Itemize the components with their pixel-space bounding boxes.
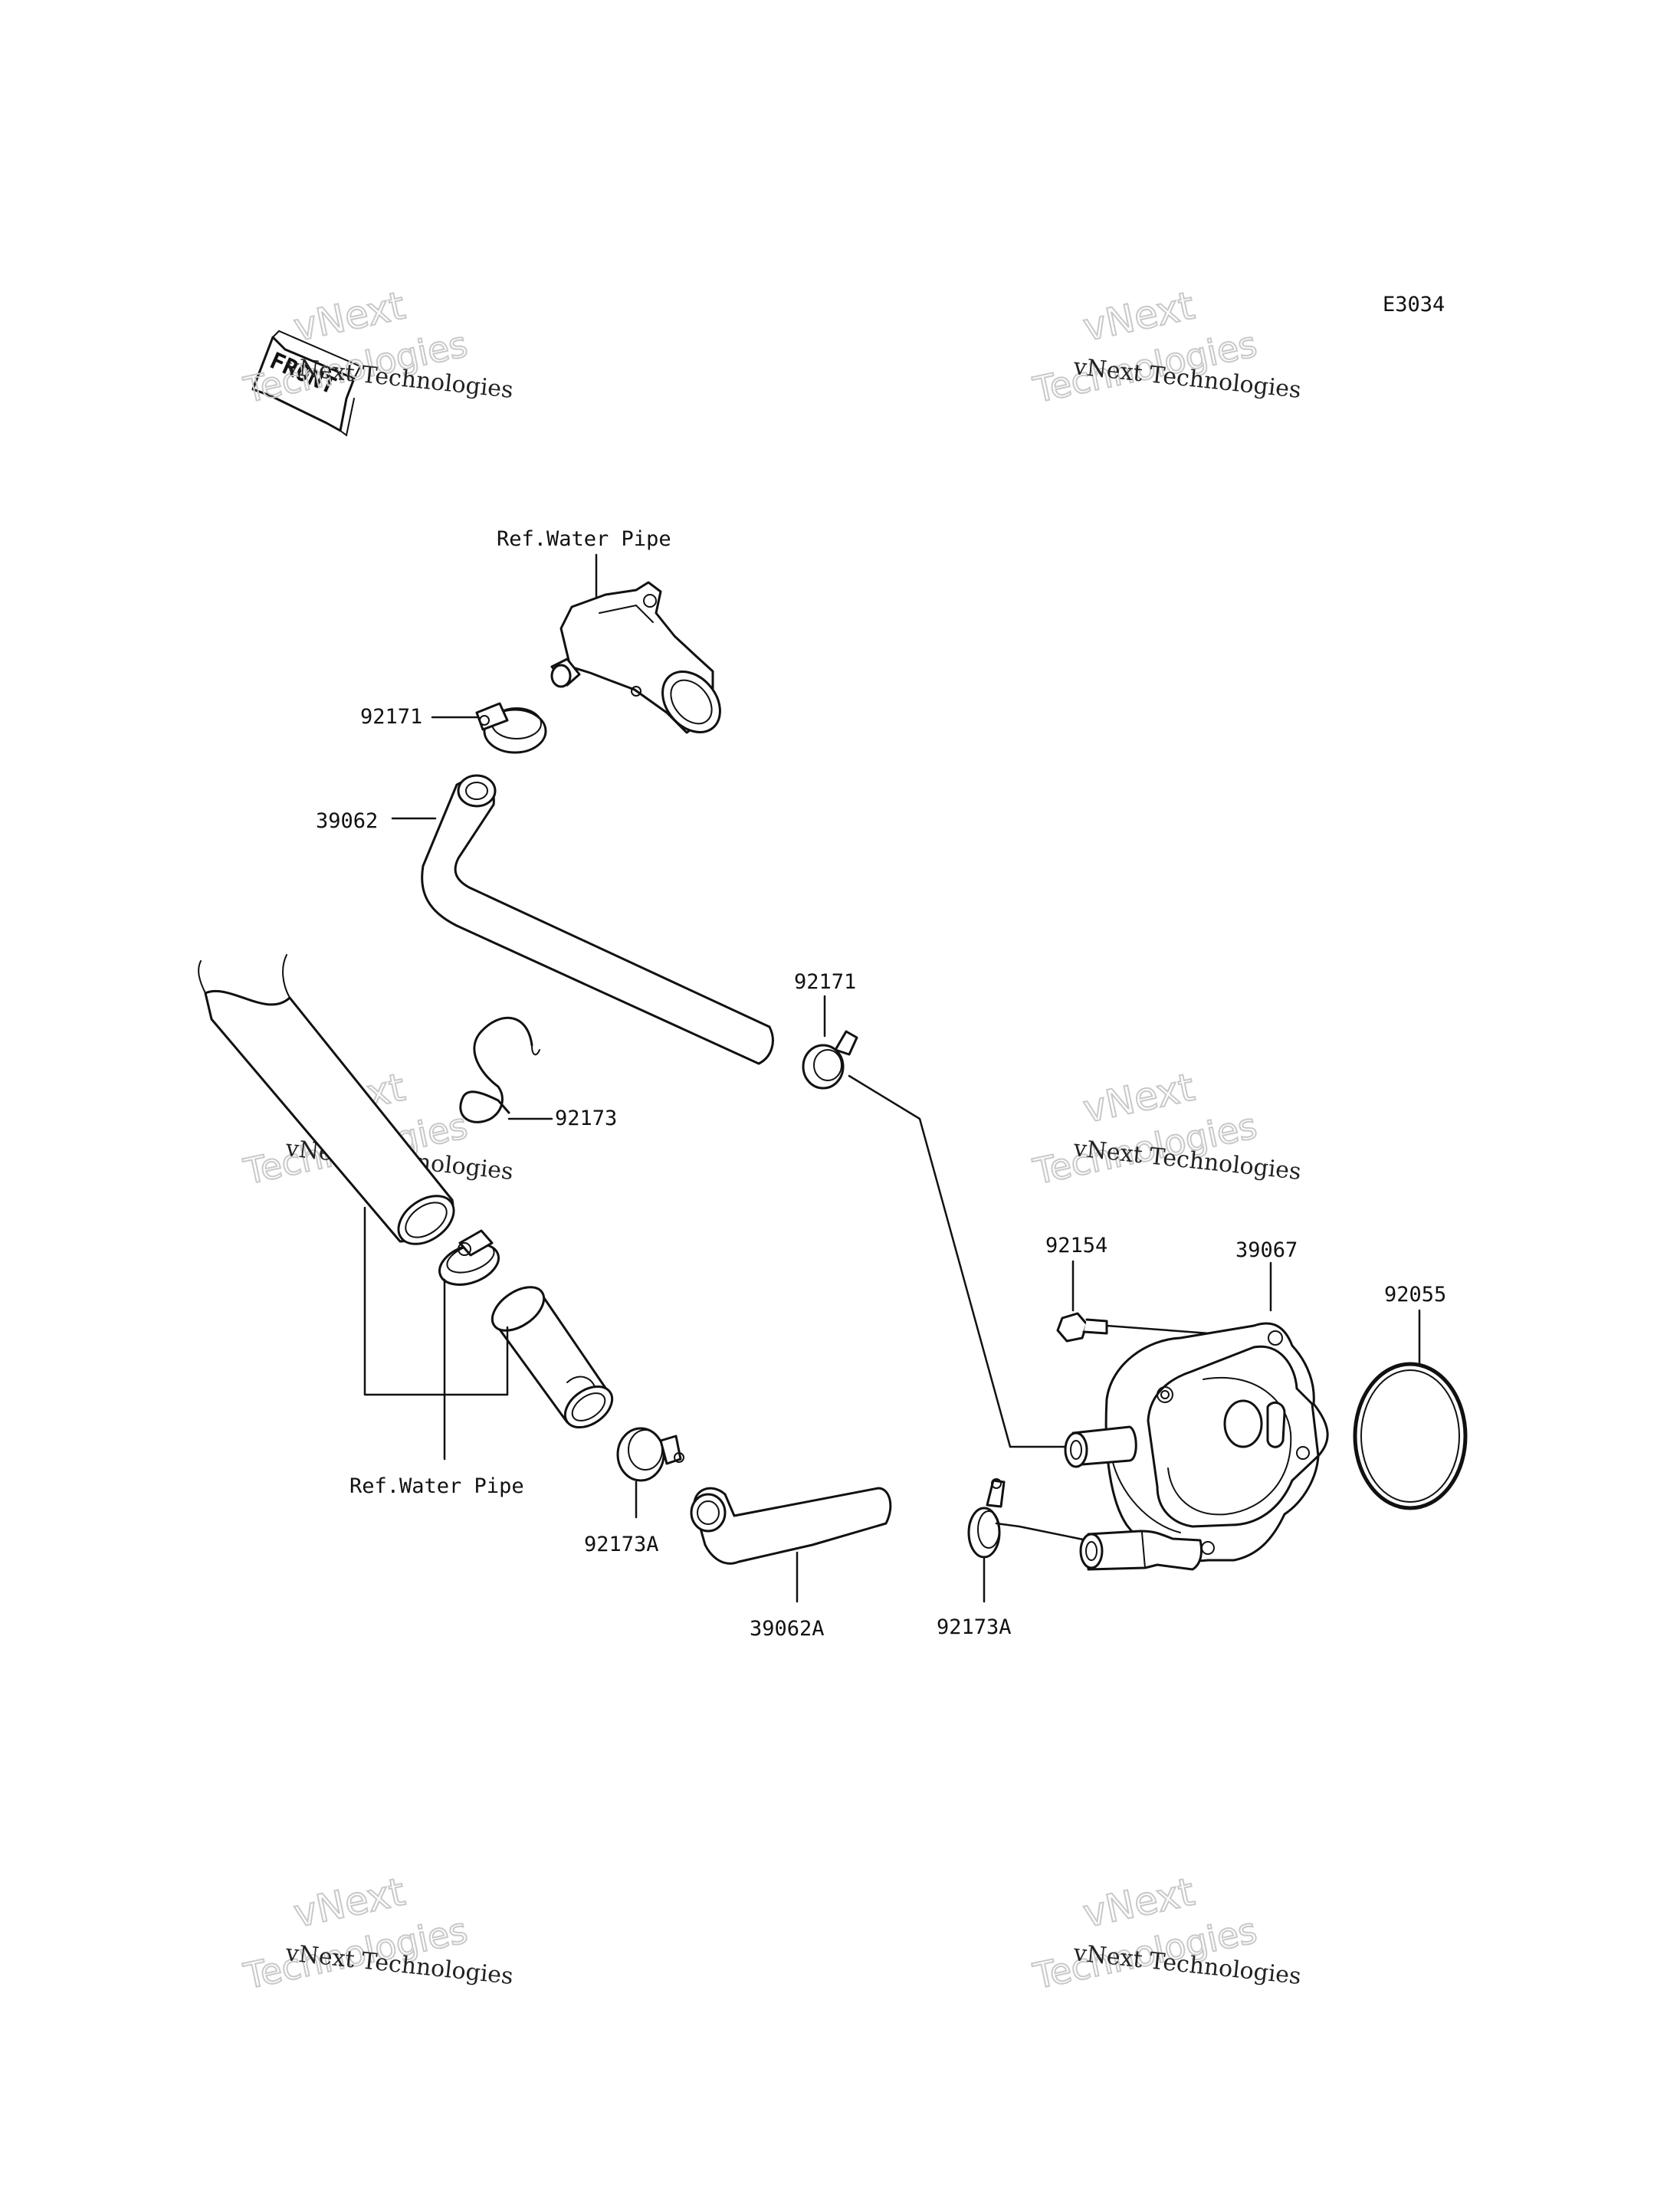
hose-clamp-92171-top	[475, 702, 547, 754]
label-ref-water-pipe-bottom: Ref.Water Pipe	[349, 1474, 524, 1498]
label-92055: 92055	[1384, 1283, 1446, 1307]
oil-cooler-39067	[1064, 1322, 1329, 1571]
label-39067: 39067	[1235, 1238, 1298, 1262]
hose-clamp-92173A-left	[616, 1427, 684, 1482]
label-39062: 39062	[316, 809, 378, 833]
label-92173A-right: 92173A	[937, 1615, 1012, 1639]
o-ring-92055	[1353, 1362, 1468, 1510]
label-92154: 92154	[1045, 1234, 1107, 1258]
hose-39062A	[690, 1487, 892, 1565]
label-92173: 92173	[555, 1107, 617, 1130]
label-39062A: 39062A	[750, 1617, 825, 1641]
label-ref-water-pipe-top: Ref.Water Pipe	[497, 527, 671, 551]
hose-clamp-92173A-right	[967, 1478, 1006, 1559]
hose-39062	[421, 774, 774, 1065]
label-92173A-left: 92173A	[584, 1533, 659, 1556]
diagram-code: E3034	[1383, 293, 1445, 316]
hose-clamp-left	[438, 1229, 500, 1286]
label-92171-top: 92171	[360, 705, 422, 729]
water-pipe-fitting-top	[550, 581, 721, 734]
label-92171-mid: 92171	[794, 970, 856, 994]
hose-short-section	[491, 1286, 614, 1429]
hose-clamp-92171-mid	[802, 1030, 858, 1090]
water-pipe-left	[198, 954, 455, 1245]
clip-92173	[459, 1016, 540, 1123]
